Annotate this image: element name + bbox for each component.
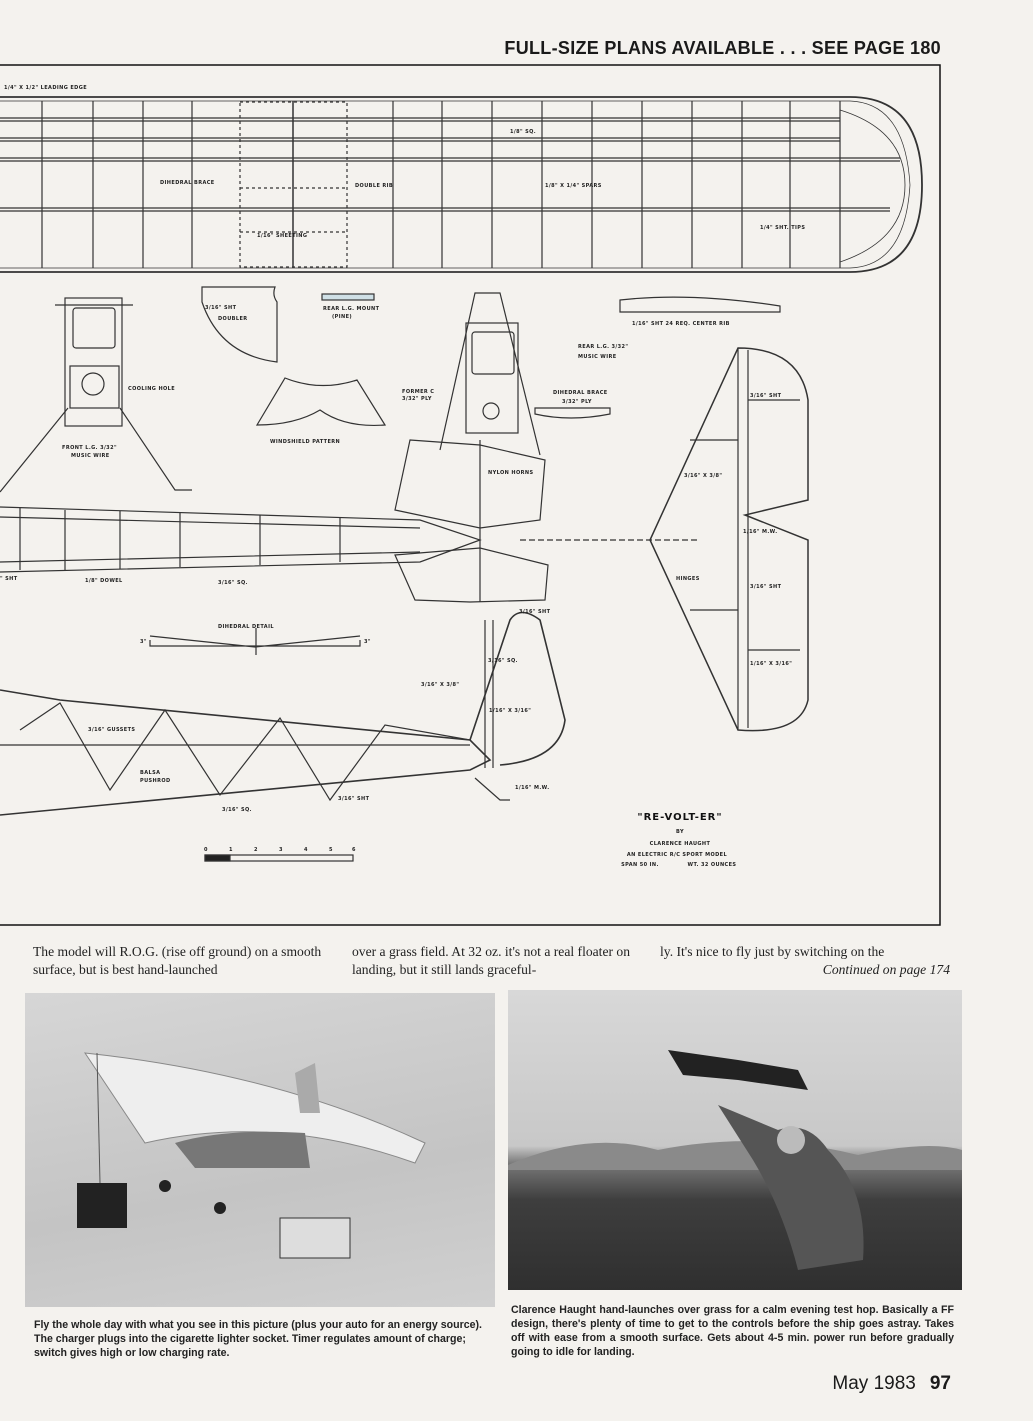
fuselage-top-view: [0, 439, 700, 603]
plan-labels: 1/4" X 1/2" LEADING EDGE DIHEDRAL BRACE …: [0, 85, 805, 868]
plan-label: 3": [364, 639, 371, 645]
continued-note: Continued on page 174: [822, 962, 950, 977]
page-number: 97: [929, 1373, 951, 1394]
plan-label: REAR L.G. 3/32": [578, 344, 628, 350]
title-block: "RE-VOLT-ER" BY CLARENCE HAUGHT AN ELECT…: [621, 812, 736, 868]
photo-charger-image: [77, 1052, 426, 1259]
wing-plan: [0, 96, 923, 273]
plan-label: 5: [329, 847, 333, 853]
plan-label: 0: [204, 847, 208, 853]
windshield-part: [255, 377, 387, 427]
dihedral-detail-drawing: [149, 628, 361, 655]
plan-label: BALSA: [140, 770, 160, 776]
plan-drawing: 1/4" X 1/2" LEADING EDGE DIHEDRAL BRACE …: [0, 64, 941, 926]
plan-frame: [0, 64, 941, 926]
plan-label: 1: [229, 847, 233, 853]
plan-label: 3/16" GUSSETS: [88, 727, 135, 733]
plan-label: 3/16" SHT: [205, 305, 237, 311]
body-text-col3-text: ly. It's nice to fly just by switching o…: [660, 944, 885, 959]
scale-bar: [204, 854, 354, 862]
photo-launch-image: [508, 1050, 962, 1270]
body-text-col3: ly. It's nice to fly just by switching o…: [660, 943, 950, 979]
plan-label: COOLING HOLE: [128, 386, 175, 392]
plan-label: 3/32" PLY: [562, 399, 592, 405]
plan-label: 3/16" SHT: [338, 796, 370, 802]
plan-label: REAR L.G. MOUNT: [323, 306, 380, 312]
plan-label: NYLON HORNS: [488, 470, 533, 476]
plan-label: 1/8" SQ.: [510, 129, 536, 135]
plan-label: 3: [279, 847, 283, 853]
plan-label: 6: [352, 847, 356, 853]
plan-label: 1/16" X 3/16": [750, 661, 792, 667]
plan-label: 3/16" SHT: [519, 609, 551, 615]
plan-label: 1/4" X 1/2" LEADING EDGE: [4, 85, 87, 91]
plan-label: DOUBLER: [218, 316, 248, 322]
photo-hand-launch: [508, 990, 962, 1290]
plan-label: (PINE): [332, 314, 352, 320]
center-rib-part: [619, 296, 781, 313]
plans-available-header: FULL-SIZE PLANS AVAILABLE . . . SEE PAGE…: [504, 38, 941, 58]
issue-date: May 1983: [832, 1373, 916, 1394]
page-folio: May 1983 97: [832, 1373, 951, 1395]
plan-label: 3/16" SQ.: [218, 580, 248, 586]
plan-label: 3/16" SHT: [750, 584, 782, 590]
plan-label: 4: [304, 847, 308, 853]
photo-charger-and-plane: [25, 993, 495, 1307]
body-text-col1: The model will R.O.G. (rise off ground) …: [33, 944, 322, 977]
plan-label: " SHT: [0, 576, 18, 582]
doubler-part: [201, 286, 278, 363]
plan-label: MUSIC WIRE: [578, 354, 617, 360]
plan-label: SPAN 50 IN.: [621, 862, 659, 868]
plan-label: 3/16" SQ.: [488, 658, 518, 664]
plan-label: FORMER C: [402, 389, 434, 395]
plan-label: 1/16" M.W.: [743, 529, 778, 535]
plan-label: 1/16" X 3/16": [489, 708, 531, 714]
plan-label: 3": [140, 639, 147, 645]
plan-label: AN ELECTRIC R/C SPORT MODEL: [627, 852, 728, 858]
plan-label: PUSHROD: [140, 778, 171, 784]
plan-label: 3/32" PLY: [402, 396, 432, 402]
body-text-col2: over a grass field. At 32 oz. it's not a…: [352, 944, 631, 977]
plan-label: 1/4" SHT. TIPS: [760, 225, 805, 231]
plan-label: BY: [676, 829, 684, 835]
scale-ticks: 0 1 2 3 4 5 6: [204, 847, 356, 853]
stabilizer-plan: [649, 347, 809, 732]
firewall-former: [0, 297, 192, 493]
plan-label: 1/16" M.W.: [515, 785, 550, 791]
plan-label: CLARENCE HAUGHT: [650, 841, 711, 847]
plan-label: 1/16" SHT 24 REQ. CENTER RIB: [632, 321, 730, 327]
plan-label: 1/8" DOWEL: [85, 578, 123, 584]
plan-label: 1/8" X 1/4" SPARS: [545, 183, 602, 189]
caption-right: Clarence Haught hand-launches over grass…: [511, 1304, 954, 1358]
dihedral-brace-part: [534, 407, 611, 419]
fuselage-side-view: [0, 611, 566, 816]
plan-label: DIHEDRAL DETAIL: [218, 624, 274, 630]
plan-label: MUSIC WIRE: [71, 453, 110, 459]
plan-label: FRONT L.G. 3/32": [62, 445, 117, 451]
plan-label: DOUBLE RIB: [355, 183, 393, 189]
plan-label: WT. 32 OUNCES: [688, 862, 737, 868]
plan-label: 3/16" X 3/8": [684, 473, 722, 479]
plan-label: 1/16" SHEETING: [257, 233, 307, 239]
plan-label: 3/16" SHT: [750, 393, 782, 399]
plan-label: DIHEDRAL BRACE: [160, 180, 215, 186]
caption-left: Fly the whole day with what you see in t…: [34, 1319, 482, 1359]
plan-label: 3/16" X 3/8": [421, 682, 459, 688]
plan-label: WINDSHIELD PATTERN: [270, 439, 340, 445]
former-c-part: [439, 292, 541, 456]
plan-label: "RE-VOLT-ER": [637, 812, 722, 823]
plan-label: HINGES: [676, 576, 700, 582]
plan-label: 3/16" SQ.: [222, 807, 252, 813]
plan-label: 2: [254, 847, 258, 853]
rear-lg-mount-part: [321, 293, 375, 301]
plan-label: DIHEDRAL BRACE: [553, 390, 608, 396]
